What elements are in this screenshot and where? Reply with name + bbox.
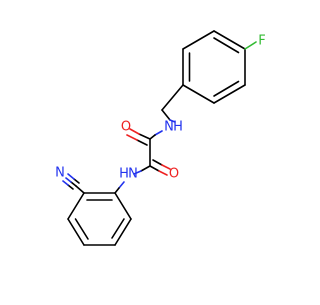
oxygen-atom-left: O — [121, 120, 131, 135]
nitrile-bond — [75, 185, 85, 194]
n-carbonyl-bond-carbon — [149, 134, 156, 140]
carbon-fluorine-bond — [244, 41, 257, 50]
carbonyl-n-bond-carbon — [140, 165, 151, 172]
ch2-n-bond-nitrogen — [169, 119, 176, 123]
ring-double-bond — [74, 218, 89, 240]
ring-bond — [182, 84, 215, 104]
carbonyl-double-bond-right-oxygen — [158, 170, 168, 176]
nitrile-triple-bond-carbon — [70, 181, 77, 187]
nitrile-triple-bond-2-nitrogen — [67, 173, 75, 180]
fluorophenyl-ring — [182, 30, 246, 104]
nitrile-triple-bond-3-nitrogen — [62, 180, 69, 186]
ring-double-bond — [213, 80, 240, 97]
ring-bond — [213, 30, 246, 50]
ring-bond — [114, 192, 132, 220]
carbonyl-double-bond-2 — [136, 139, 148, 146]
ring-bond — [114, 218, 132, 246]
benzyl-bond — [161, 84, 184, 111]
carbonyl-double-bond-2-oxygen — [126, 134, 138, 141]
ring-bond — [182, 30, 215, 50]
n-aryl-bond-carbon — [114, 187, 120, 194]
nitrile-nitrogen-atom: N — [55, 166, 65, 181]
nitrile-triple-bond-nitrogen — [65, 177, 72, 183]
n-carbonyl-bond-nitrogen — [154, 130, 163, 136]
amide-nitrogen-upper: N — [164, 120, 174, 135]
carbonyl-double-bond-oxygen — [129, 128, 140, 135]
carbonyl-n-bond-nitrogen — [133, 170, 142, 175]
nitrile-triple-bond-2 — [73, 178, 80, 184]
oxygen-atom-right: O — [169, 167, 179, 182]
n-aryl-bond-nitrogen — [118, 181, 125, 189]
carbonyl-double-bond-right-2-oxygen — [161, 164, 171, 170]
carbonyl-double-bond-right — [149, 165, 160, 172]
ch2-n-bond-carbon — [161, 109, 171, 121]
ring-bond — [67, 218, 85, 246]
ring-bond — [67, 192, 85, 220]
nitrile-triple-bond-3 — [67, 184, 74, 190]
molecule-structure-diagram: F N H O O H N N — [55, 30, 266, 246]
carbonyl-double-bond-right-2 — [152, 159, 163, 166]
amide-hydrogen-upper: H — [173, 120, 183, 135]
amide-nitrogen-lower: N — [128, 167, 138, 182]
cyanophenyl-ring — [67, 192, 132, 246]
fluorine-atom-label: F — [258, 34, 265, 49]
carbonyl-double-bond — [138, 133, 151, 140]
amide-hydrogen-lower: H — [119, 167, 129, 182]
molecule-canvas: F N H O O H N N — [55, 30, 266, 246]
ring-double-bond — [111, 218, 125, 239]
ring-bond — [213, 84, 246, 104]
ring-double-bond — [213, 37, 240, 54]
